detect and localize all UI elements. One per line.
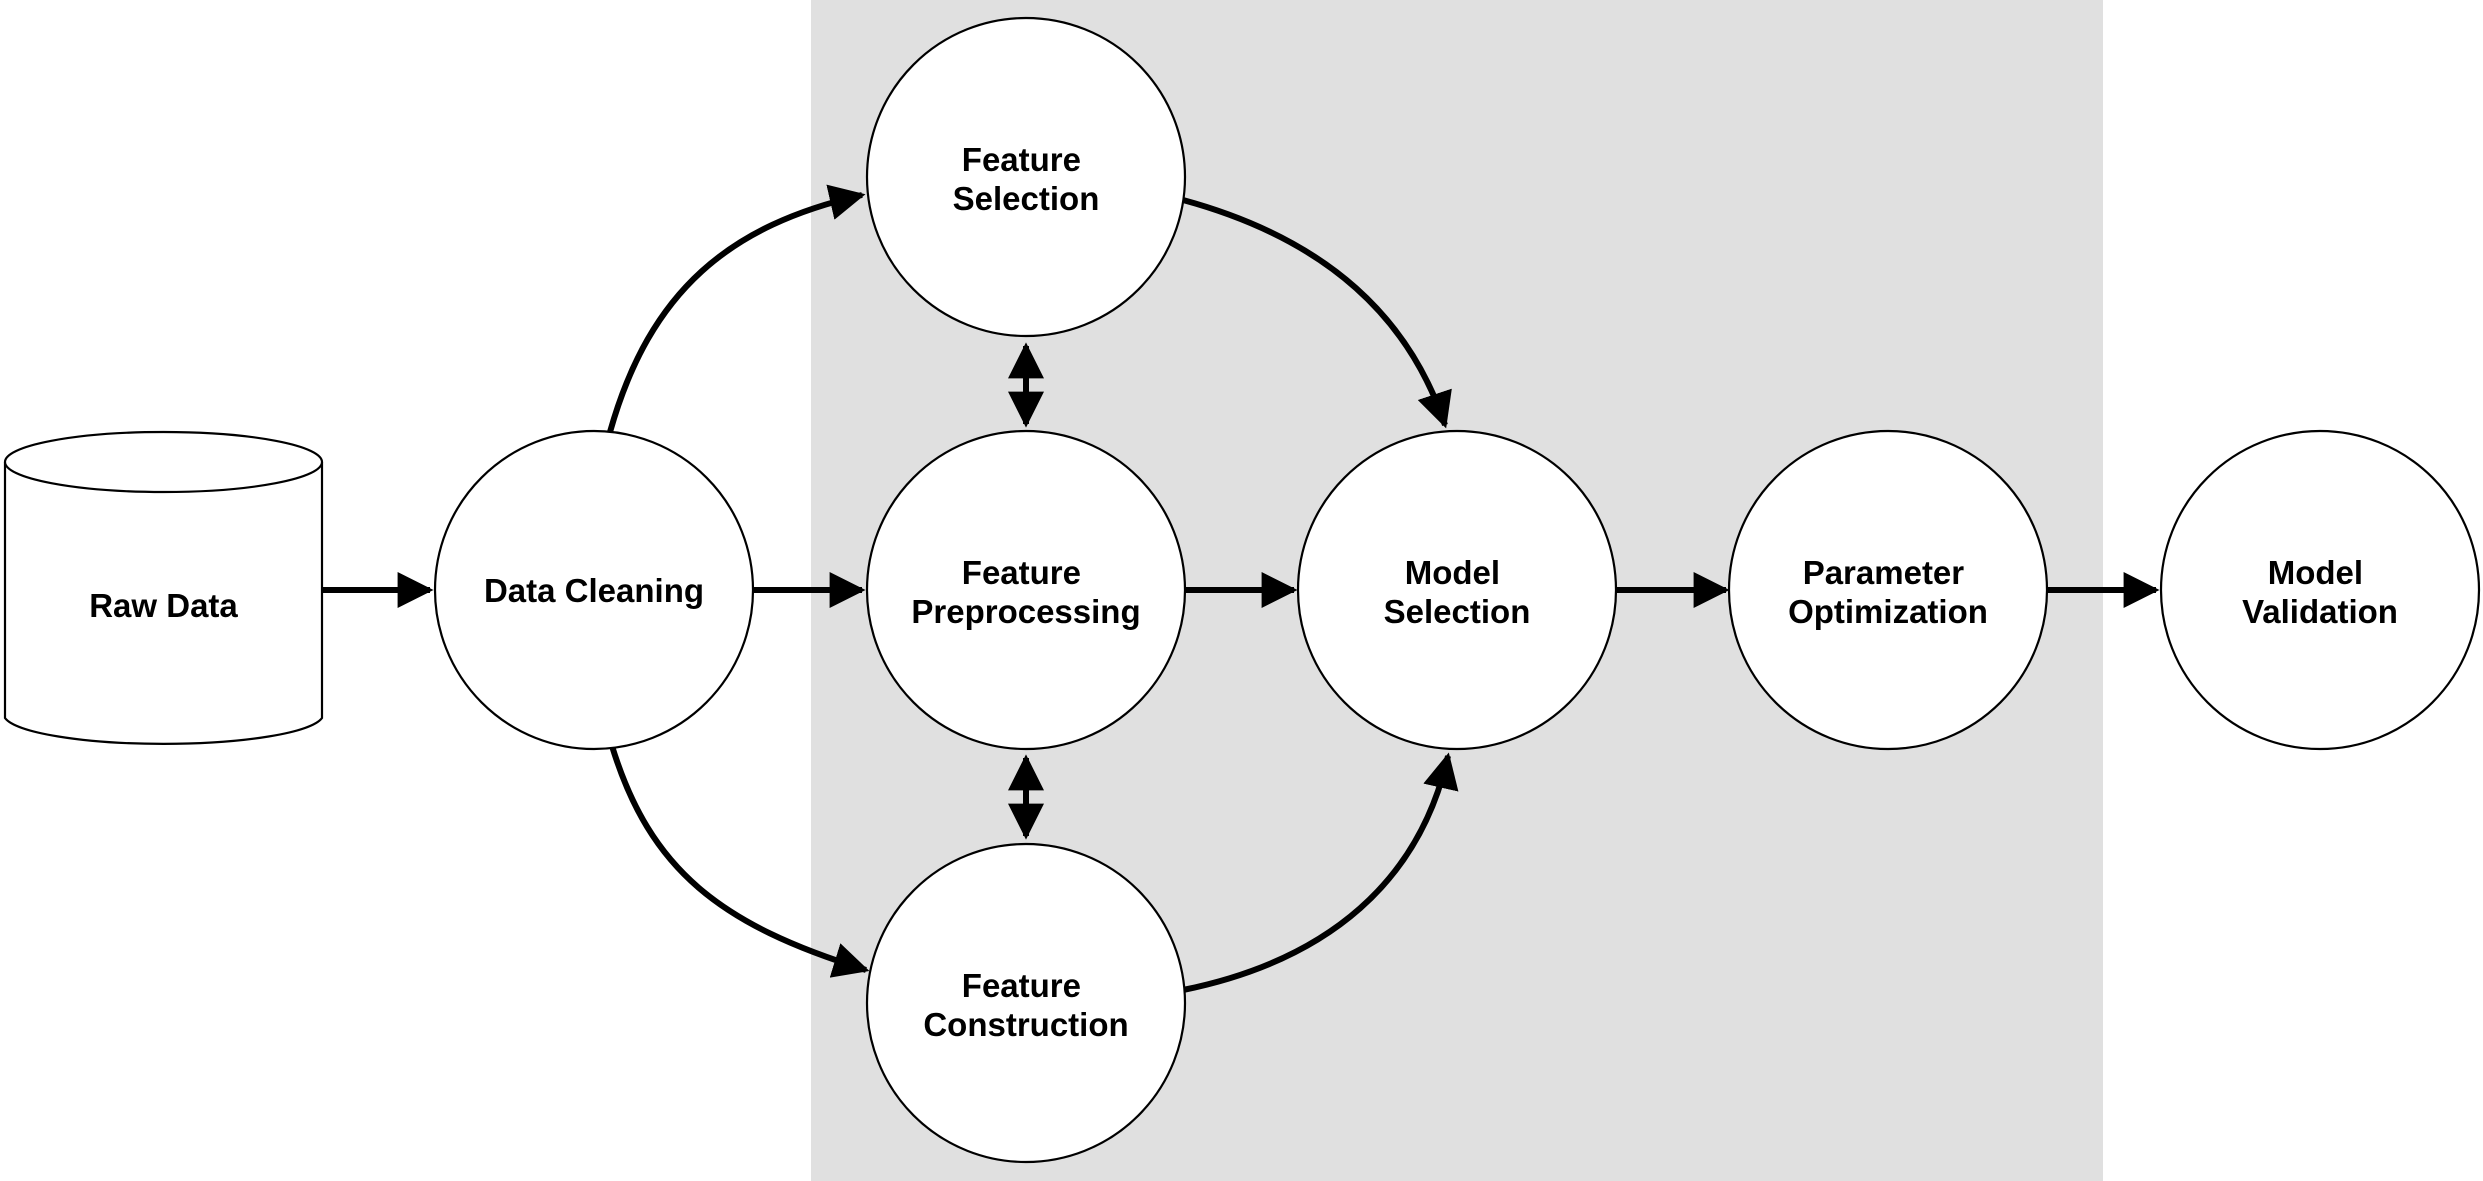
cylinder-top [3, 430, 324, 494]
node-label-line: Preprocessing [911, 593, 1140, 630]
svg-text:Model Validation: Model Validation [2242, 554, 2398, 630]
svg-text:Raw Data: Raw Data [89, 587, 238, 624]
node-circle [865, 429, 1187, 751]
node-circle [433, 429, 755, 751]
node-label-line: Selection [1384, 593, 1531, 630]
node-circle [1727, 429, 2049, 751]
svg-text:Parameter Optimization: Parameter Optimization [1788, 554, 1988, 630]
node-model-validation: Model Validation [2159, 429, 2481, 751]
node-label-line: Optimization [1788, 593, 1988, 630]
svg-text:Feature Selection: Feature Selection [953, 141, 1100, 217]
node-feature-preprocessing: Feature Preprocessing [865, 429, 1187, 751]
cylinder-body [3, 462, 324, 746]
node-label-line: Construction [923, 1006, 1128, 1043]
edges [322, 184, 2160, 993]
node-label-line: Raw Data [89, 587, 238, 624]
node-circle [865, 842, 1187, 1164]
node-model-selection: Model Selection [1296, 429, 1618, 751]
svg-text:Model Selection: Model Selection [1384, 554, 1531, 630]
node-label-line: Model [1405, 554, 1500, 591]
node-feature-selection: Feature Selection [865, 16, 1187, 338]
node-label-line: Feature [962, 554, 1081, 591]
svg-text:Feature Preprocessing: Feature Preprocessing [911, 554, 1140, 630]
node-label-line: Feature [962, 967, 1081, 1004]
node-raw-data: Raw Data [3, 430, 324, 746]
node-circle [2159, 429, 2481, 751]
svg-text:Feature Construction: Feature Construction [923, 967, 1128, 1043]
node-label-line: Parameter [1803, 554, 1965, 591]
node-label-line: Feature [962, 141, 1081, 178]
node-label-line: Data Cleaning [484, 572, 704, 609]
node-feature-construction: Feature Construction [865, 842, 1187, 1164]
edge-feature-selection-to-model-selection [1182, 197, 1452, 429]
node-label-line: Model [2268, 554, 2363, 591]
edge-data-cleaning-to-feature-construction [609, 745, 870, 978]
node-circle [865, 16, 1187, 338]
node-label-line: Selection [953, 180, 1100, 217]
svg-text:Data Cleaning: Data Cleaning [484, 572, 704, 609]
edge-feature-construction-to-model-selection [1182, 752, 1459, 993]
node-label-line: Validation [2242, 593, 2398, 630]
node-circle [1296, 429, 1618, 751]
node-parameter-optimization: Parameter Optimization [1727, 429, 2049, 751]
node-data-cleaning: Data Cleaning [433, 429, 755, 751]
edge-data-cleaning-to-feature-selection [607, 184, 866, 433]
